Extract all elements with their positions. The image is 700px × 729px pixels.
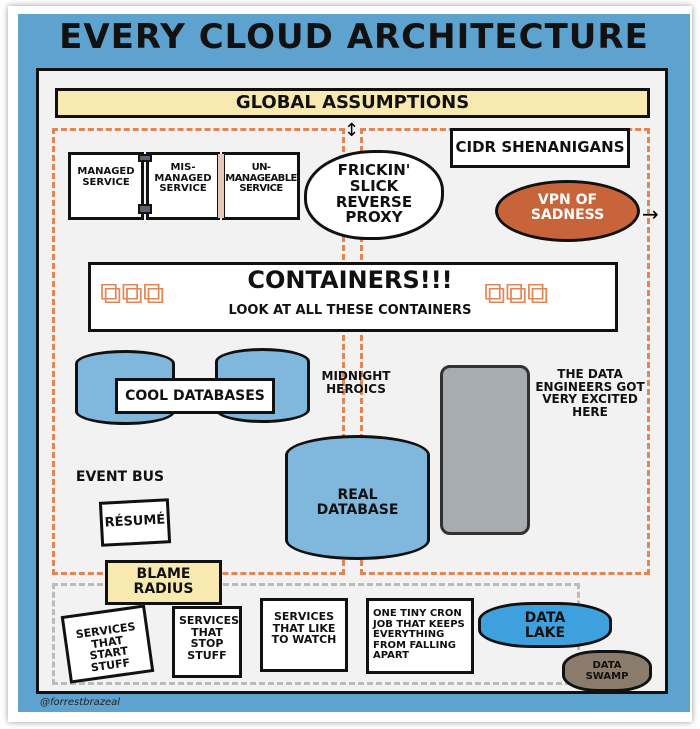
credit: @forrestbrazeal <box>40 697 121 708</box>
containers-title: Containers!!! <box>247 266 453 294</box>
card-start: Services that start stuff <box>60 604 155 684</box>
tape-icon <box>138 204 152 214</box>
real-database: Real Database <box>285 435 430 560</box>
card-cron: One tiny cron job that keeps everything … <box>366 598 474 674</box>
cool-databases: Cool Databases <box>115 378 275 414</box>
service-managed: Managed Service <box>68 152 144 220</box>
resume: Résumé <box>98 498 172 547</box>
container-icons: ⧉⧉⧉ <box>100 276 165 311</box>
containers-subtitle: Look at all these containers <box>228 303 472 318</box>
reverse-proxy-cloud: Frickin' Slick Reverse Proxy <box>304 150 444 240</box>
blame-radius: Blame Radius <box>105 560 222 605</box>
cidr-shenanigans: CIDR Shenanigans <box>450 128 630 168</box>
pipe-machine <box>440 365 530 535</box>
card-stop: Services that stop stuff <box>172 606 242 678</box>
card-watch: Services that like to watch <box>260 598 348 672</box>
data-swamp: Data Swamp <box>562 650 652 692</box>
title: Every Cloud Architecture <box>59 17 649 57</box>
event-bus: Event Bus <box>75 469 165 485</box>
arrow-right-icon: → <box>642 202 659 226</box>
service-unmanageable: Un-manageable Service <box>222 152 300 220</box>
torn-seam <box>218 154 224 218</box>
container-icons: ⧉⧉⧉ <box>484 276 549 311</box>
midnight-heroics: Midnight Heroics <box>321 369 391 396</box>
vpn-of-sadness: VPN of Sadness <box>495 180 640 242</box>
containers-box <box>88 262 618 332</box>
global-assumptions: Global Assumptions <box>55 88 650 118</box>
service-mismanaged: Mis-managed Service <box>146 152 220 220</box>
data-lake: Data Lake <box>478 602 612 648</box>
arrow-vertical-icon: ↕ <box>344 120 360 141</box>
data-engineers-note: The data engineers got very excited here <box>535 367 645 419</box>
tape-icon <box>138 154 152 162</box>
